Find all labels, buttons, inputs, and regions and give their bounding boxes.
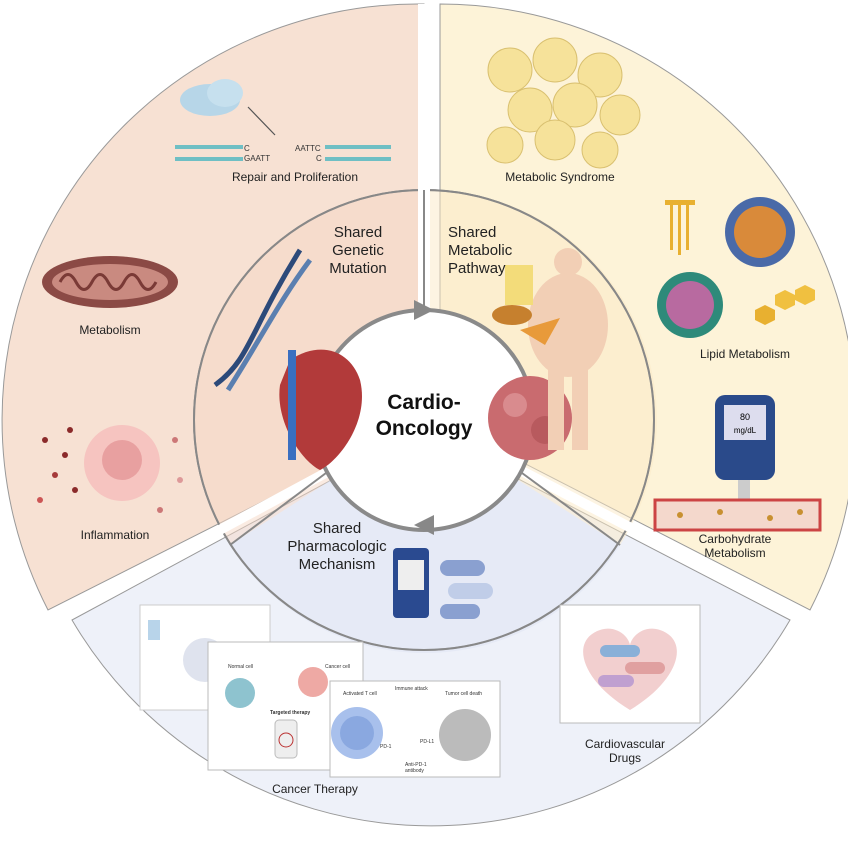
metabolic-syndrome-label: Metabolic Syndrome [505, 170, 615, 184]
glucometer-icon: 80 mg/dL [715, 395, 775, 500]
lipid-metabolism-label: Lipid Metabolism [699, 347, 791, 361]
heart-icon [279, 349, 362, 470]
svg-text:Activated T cell: Activated T cell [343, 691, 377, 697]
center-title: Cardio-Oncology [375, 391, 473, 440]
inflammation-label: Inflammation [80, 528, 150, 542]
svg-text:Anti-PD-1: Anti-PD-1 [405, 762, 427, 768]
svg-text:Tumor cell death: Tumor cell death [445, 691, 482, 697]
junk-food-icon [492, 265, 560, 345]
dna-strands-icon [175, 145, 391, 161]
dna-helix-icon [213, 248, 313, 392]
cardiovascular-drugs-panel [559, 604, 701, 724]
mitochondria-icon [42, 256, 178, 308]
metabolism-label: Metabolism [79, 323, 141, 337]
arrow-left-icon [414, 515, 434, 535]
cancer-therapy-label: Cancer Therapy [272, 782, 358, 796]
dna-text: AATTC [295, 144, 321, 153]
svg-text:mg/dL: mg/dL [734, 426, 757, 435]
svg-text:PD-1: PD-1 [380, 744, 392, 750]
dna-text: C [316, 154, 322, 163]
dna-text: GAATT [244, 154, 270, 163]
svg-text:Targeted therapy: Targeted therapy [270, 710, 310, 716]
obese-person-icon [528, 248, 608, 450]
fat-cells-icon [486, 37, 641, 169]
svg-text:Immune attack: Immune attack [395, 686, 428, 692]
svg-text:Normal cell: Normal cell [228, 664, 253, 670]
arrow-right-icon [414, 300, 434, 320]
dna-text: C [244, 144, 250, 153]
svg-text:Cancer cell: Cancer cell [325, 664, 350, 670]
repair-label: Repair and Proliferation [231, 170, 359, 184]
svg-text:PD-L1: PD-L1 [420, 739, 434, 745]
pills-icon [393, 548, 493, 619]
svg-text:antibody: antibody [405, 768, 424, 774]
blood-vessel-icon [653, 498, 822, 532]
svg-text:80: 80 [740, 412, 750, 422]
lipid-icon [657, 197, 815, 338]
cloud-icon [180, 79, 243, 116]
inflammation-cell-icon [37, 425, 183, 513]
